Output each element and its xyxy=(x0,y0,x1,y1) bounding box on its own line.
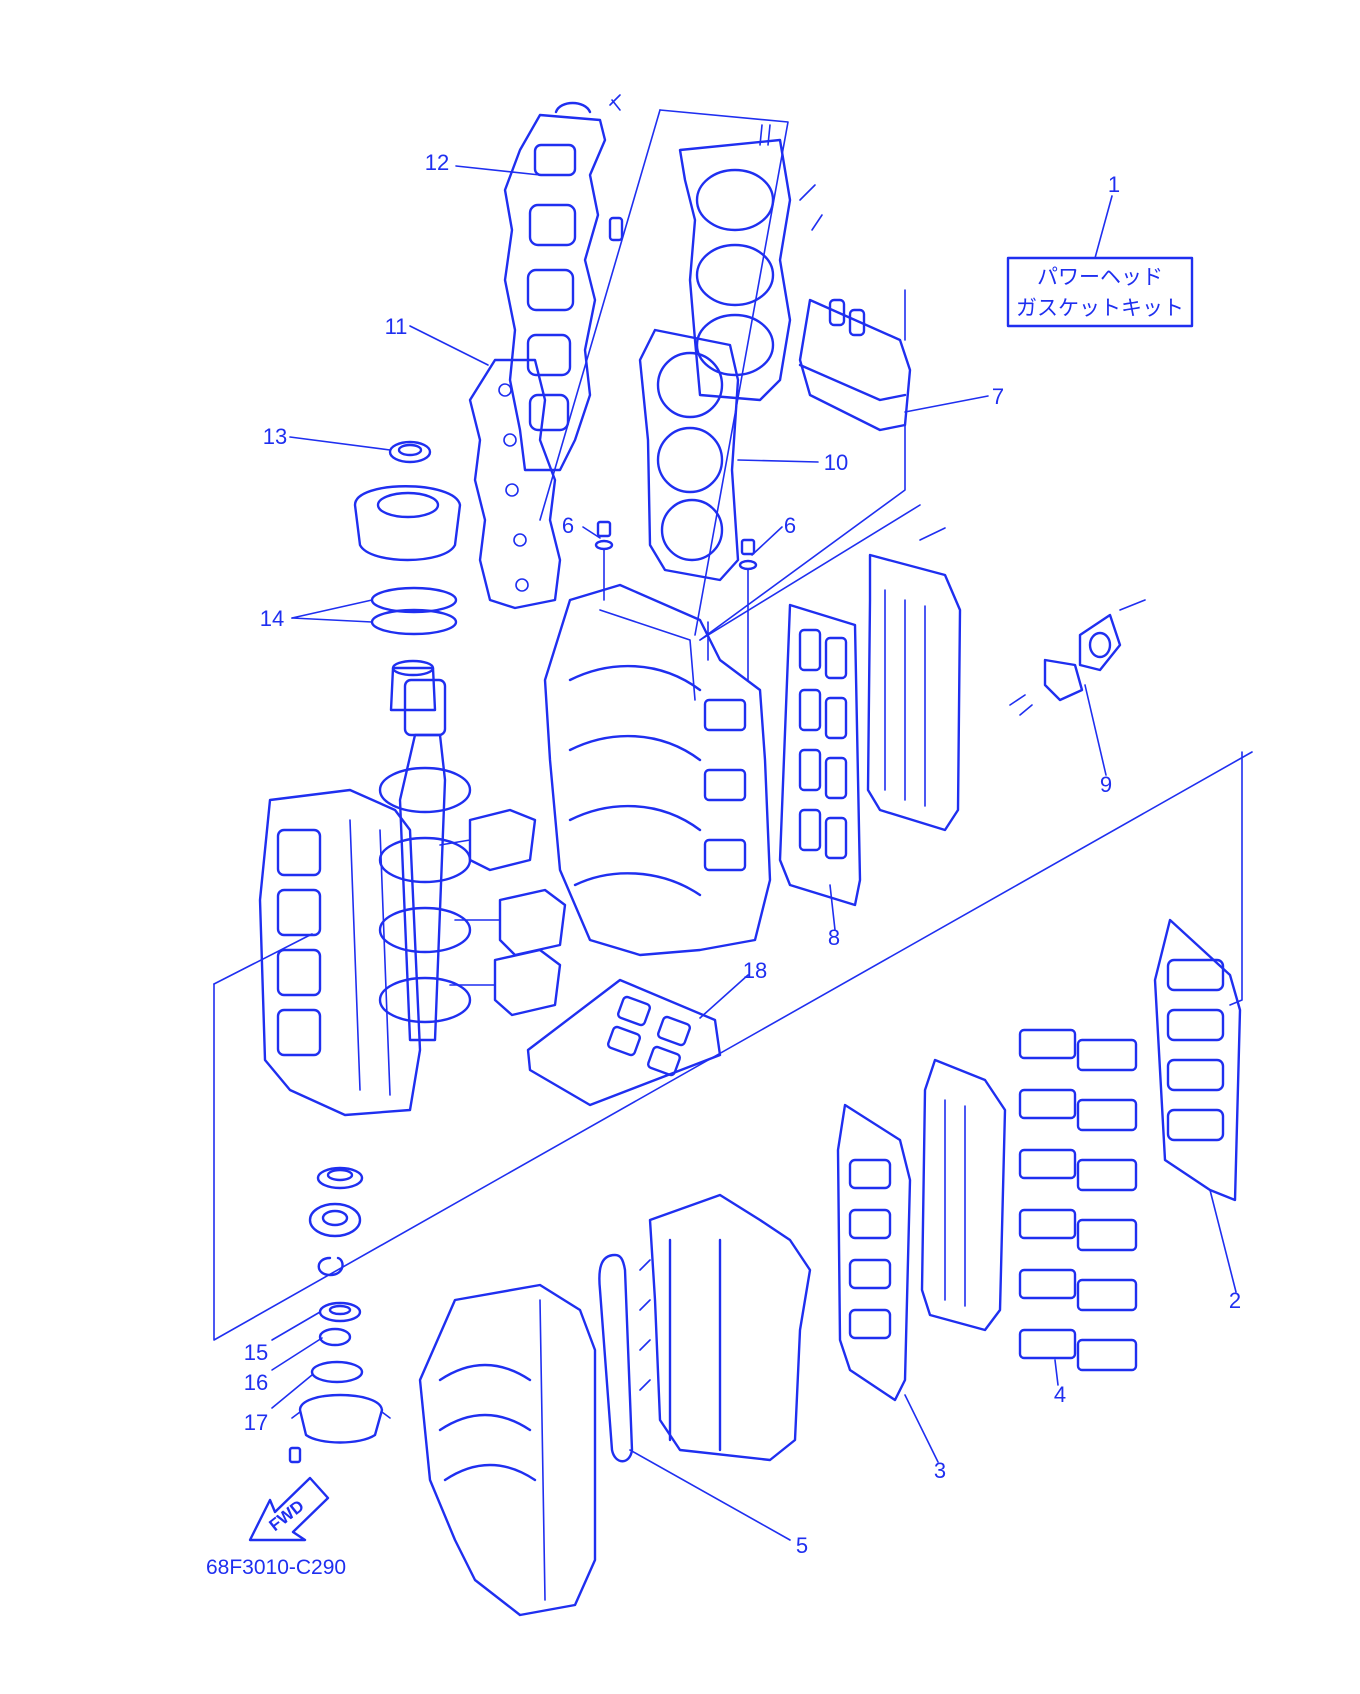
oil-seal-15 xyxy=(318,1301,362,1323)
lower-bearing xyxy=(308,1202,362,1238)
forward-direction-arrow: FWD xyxy=(248,1476,330,1542)
callout-2: 2 xyxy=(1229,1288,1241,1313)
snap-ring xyxy=(317,1256,344,1277)
lower-oil-seal xyxy=(316,1166,364,1190)
lower-housing-part xyxy=(288,1393,391,1464)
callout-12: 12 xyxy=(425,150,449,175)
callout-numbers: 1 2 3 4 5 6 6 7 8 9 10 11 12 13 14 15 16… xyxy=(244,150,1241,1558)
callout-11: 11 xyxy=(385,314,408,339)
cover-gasket-part xyxy=(798,289,912,432)
leader-lines xyxy=(271,165,1237,1541)
callout-13: 13 xyxy=(263,424,287,449)
reed-plate-part xyxy=(920,1058,1007,1332)
callout-1: 1 xyxy=(1108,172,1120,197)
silencer-cover-part xyxy=(418,1283,597,1617)
manifold-gasket-3 xyxy=(836,1103,912,1402)
gasket-kit-box: パワーヘッド ガスケットキット xyxy=(1006,256,1194,328)
callout-6-right: 6 xyxy=(784,513,796,538)
callout-18: 18 xyxy=(743,958,767,983)
oil-seal-13 xyxy=(388,440,432,464)
o-ring-17 xyxy=(310,1360,364,1384)
intake-gasket-part xyxy=(778,603,862,907)
crankcase-part xyxy=(543,583,772,957)
o-rings-14 xyxy=(370,586,458,636)
cylinder-head-part xyxy=(678,124,823,402)
callout-4: 4 xyxy=(1054,1382,1066,1407)
cylinder-head-gasket-part xyxy=(638,328,740,582)
bushing-part xyxy=(389,659,437,712)
callout-16: 16 xyxy=(244,1370,268,1395)
bolt-washer-right xyxy=(738,538,758,681)
kit-label-line1: パワーヘッド xyxy=(1037,265,1163,289)
reed-valve-gasket-2 xyxy=(1153,918,1242,1202)
callout-7: 7 xyxy=(992,384,1004,409)
bolt-washer-left xyxy=(594,520,614,601)
kit-label-line2: ガスケットキット xyxy=(1016,296,1184,320)
callout-3: 3 xyxy=(934,1458,946,1483)
diagram-part-number: 68F3010-C290 xyxy=(206,1556,346,1579)
reed-valves-4 xyxy=(1018,1028,1138,1372)
callout-8: 8 xyxy=(828,925,840,950)
exhaust-cover-part xyxy=(503,94,624,472)
callout-15: 15 xyxy=(244,1340,268,1365)
crankshaft-part xyxy=(378,678,472,1042)
seal-5 xyxy=(598,1253,634,1463)
piston-rod-assembly xyxy=(439,808,567,1017)
crankcase-cover-part xyxy=(258,788,422,1117)
exhaust-gasket-part xyxy=(468,358,562,610)
callout-14: 14 xyxy=(260,606,284,631)
bearing-housing-part xyxy=(353,485,462,562)
callout-17: 17 xyxy=(244,1410,268,1435)
assembly-boundary-lines xyxy=(213,109,1253,1341)
callout-9: 9 xyxy=(1100,772,1112,797)
callout-5: 5 xyxy=(796,1533,808,1558)
thermostat-cover-part xyxy=(1009,599,1146,716)
intake-plate-part xyxy=(866,527,962,832)
callout-6-left: 6 xyxy=(562,513,574,538)
oil-seal-16 xyxy=(318,1327,352,1347)
intake-manifold-part xyxy=(639,1193,812,1462)
base-gasket-part xyxy=(526,978,722,1107)
callout-10: 10 xyxy=(824,450,848,475)
